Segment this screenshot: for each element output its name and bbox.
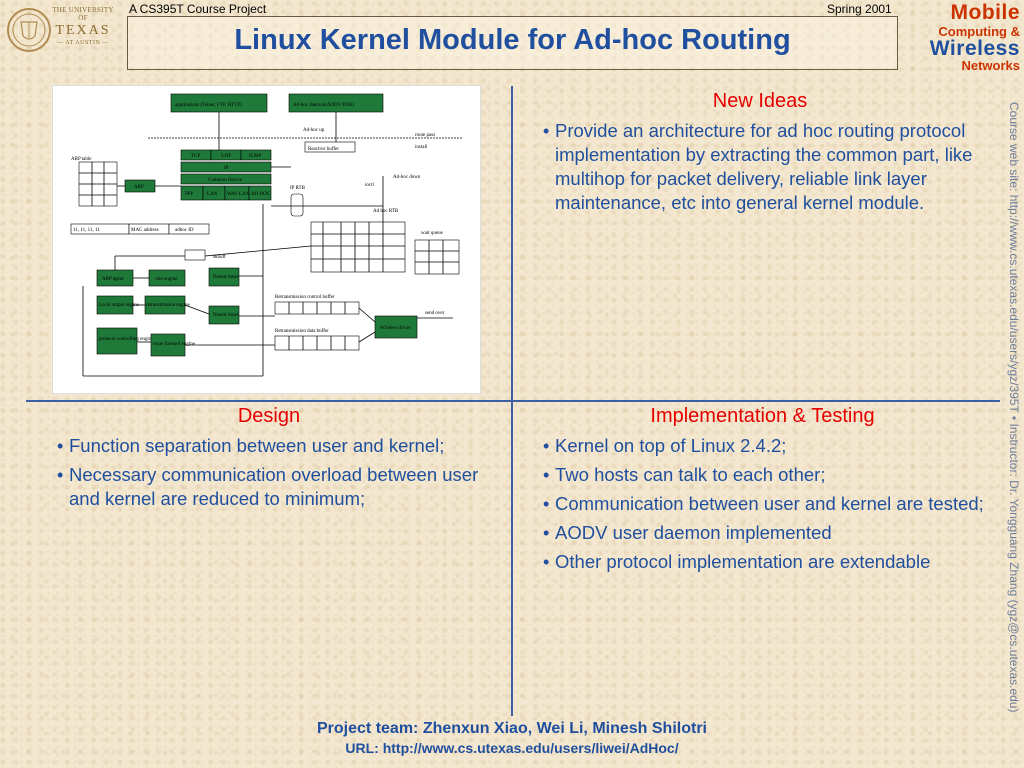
mcw-logo-computing: Computing & bbox=[938, 24, 1020, 39]
mac-address-label: MAC address bbox=[131, 228, 159, 233]
route-pass-label: route pass bbox=[415, 133, 435, 138]
arp-label: ARP bbox=[134, 185, 144, 190]
mcw-logo-wireless: Wireless bbox=[929, 37, 1020, 60]
reactive-buffer-label: Reactive buffer bbox=[308, 147, 339, 152]
new-ideas-bullet: Provide an architecture for ad hoc routi… bbox=[540, 119, 980, 215]
icmp-label: ICMP bbox=[249, 154, 261, 159]
adhoc-rtb-grid bbox=[310, 221, 406, 273]
skbuff-box bbox=[184, 249, 206, 261]
ip-rtb-label: IP RTB bbox=[290, 186, 306, 191]
applications-label: applications (Telnet, FTP, HTTP) bbox=[175, 103, 242, 108]
retx-data-buffer-label: Retransmission data buffer bbox=[275, 329, 329, 334]
arp-agent-label: ARP agent bbox=[102, 277, 124, 282]
mac-row-label: 11, 11, 11, 11 bbox=[73, 228, 100, 233]
retx-control-buffer-label: Retransmission control buffer bbox=[275, 295, 335, 300]
retransmission-engine-label: retransmission engine bbox=[146, 303, 191, 308]
ut-logo-line1: THE UNIVERSITY OF bbox=[52, 6, 114, 22]
side-banner: Course web site: http://www.cs.utexas.ed… bbox=[1007, 102, 1023, 758]
adhoc-rtb-label: Ad hoc RTB bbox=[373, 209, 399, 214]
page-title: Linux Kernel Module for Ad-hoc Routing bbox=[234, 24, 791, 56]
mcw-logo-mobile: Mobile bbox=[950, 1, 1020, 24]
implementation-bullet: Other protocol implementation are extend… bbox=[540, 550, 985, 574]
design-bullet: Function separation between user and ker… bbox=[54, 434, 484, 458]
lan-label: LAN bbox=[207, 192, 218, 197]
footer: Project team: Zhenxun Xiao, Wei Li, Mine… bbox=[0, 720, 1024, 756]
project-team: Project team: Zhenxun Xiao, Wei Li, Mine… bbox=[317, 720, 707, 737]
design-title: Design bbox=[237, 405, 301, 427]
icmp-box bbox=[240, 149, 272, 161]
implementation-title: Implementation & Testing bbox=[650, 405, 875, 427]
architecture-diagram: applications (Telnet, FTP, HTTP) Ad-hoc … bbox=[52, 85, 481, 394]
ip-rtb-cylinder bbox=[290, 193, 304, 217]
connector-lines bbox=[82, 112, 384, 377]
adhoc-down-label: Ad-hoc down bbox=[393, 175, 421, 180]
design-section: Design Function separation between user … bbox=[54, 405, 484, 516]
implementation-bullet: Communication between user and kernel ar… bbox=[540, 492, 985, 516]
implementation-bullet: Two hosts can talk to each other; bbox=[540, 463, 985, 487]
new-ideas-title: New Ideas bbox=[712, 90, 808, 112]
mcw-logo: Mobile Computing & Wireless Networks bbox=[902, 2, 1020, 74]
neural-timer-2-box bbox=[208, 305, 240, 325]
arp-table-label: ARP table bbox=[71, 157, 92, 162]
arp-table-grid bbox=[78, 161, 118, 207]
wait-queue-grid bbox=[414, 239, 460, 275]
wireless-driver-box bbox=[374, 315, 418, 339]
ioctl-label: ioctl bbox=[365, 183, 374, 188]
install-label: install bbox=[415, 145, 428, 150]
ut-seal-icon bbox=[7, 8, 51, 52]
new-ideas-section: New Ideas Provide an architecture for ad… bbox=[540, 90, 980, 220]
wireless-driver-label: Wireless driver bbox=[380, 326, 411, 331]
project-url-link[interactable]: URL: http://www.cs.utexas.edu/users/liwe… bbox=[345, 740, 679, 756]
skbuff-label: skbuff bbox=[213, 255, 226, 260]
route-forward-engine-label: route forward engine bbox=[153, 342, 196, 347]
adhoc-device-label: AD HOC bbox=[251, 192, 271, 197]
adhoc-daemon-label: Ad-hoc daemon(AODV/DSR) bbox=[293, 103, 354, 108]
udp-label: UDP bbox=[221, 154, 231, 159]
send-over-label: send over bbox=[425, 311, 445, 316]
retx-data-buffer-grid bbox=[274, 335, 360, 351]
adhoc-id-box bbox=[168, 223, 210, 235]
term-label: Spring 2001 bbox=[827, 2, 892, 16]
course-site-text: Course web site: http://www.cs.utexas.ed… bbox=[1007, 102, 1021, 713]
implementation-section: Implementation & Testing Kernel on top o… bbox=[540, 405, 985, 579]
protocol-controlling-engine-box bbox=[96, 327, 138, 355]
ut-logo-line2: TEXAS bbox=[55, 23, 111, 38]
wait-queue-label: wait queue bbox=[421, 231, 444, 236]
adhoc-device-box bbox=[248, 185, 272, 201]
neural-timer-2-label: Neural timer bbox=[213, 313, 239, 318]
title-box bbox=[127, 16, 898, 70]
ut-austin-logo: THE UNIVERSITY OF TEXAS — AT AUSTIN — bbox=[6, 2, 114, 66]
horizontal-divider bbox=[26, 400, 1000, 402]
course-label: A CS395T Course Project bbox=[129, 2, 267, 16]
protocol-controlling-engine-label: protocol controlling engine bbox=[99, 337, 154, 342]
adhoc-up-label: Ad-hoc up bbox=[303, 128, 325, 133]
common-device-label: Common Device bbox=[208, 178, 243, 183]
local-output-engine-label: Local output engine bbox=[99, 303, 140, 308]
wavelan-label: WAV LAN bbox=[227, 192, 250, 197]
neural-timer-1-box bbox=[208, 267, 240, 287]
tcp-label: TCP bbox=[191, 154, 200, 159]
ip-label: IP bbox=[224, 166, 229, 171]
ppp-label: PPP bbox=[185, 192, 194, 197]
ut-logo-line3: — AT AUSTIN — bbox=[57, 40, 109, 46]
rule-engine-label: rule engine bbox=[155, 277, 178, 282]
adhoc-id-label: adhoc ID bbox=[175, 228, 194, 233]
design-bullet: Necessary communication overload between… bbox=[54, 463, 484, 511]
common-device-box bbox=[180, 173, 272, 185]
mcw-logo-networks: Networks bbox=[961, 58, 1020, 73]
reactive-buffer-box bbox=[304, 141, 356, 153]
neural-timer-1-label: Neural timer bbox=[213, 275, 239, 280]
implementation-bullet: AODV user daemon implemented bbox=[540, 521, 985, 545]
implementation-bullet: Kernel on top of Linux 2.4.2; bbox=[540, 434, 985, 458]
retx-control-buffer-grid bbox=[274, 301, 360, 315]
